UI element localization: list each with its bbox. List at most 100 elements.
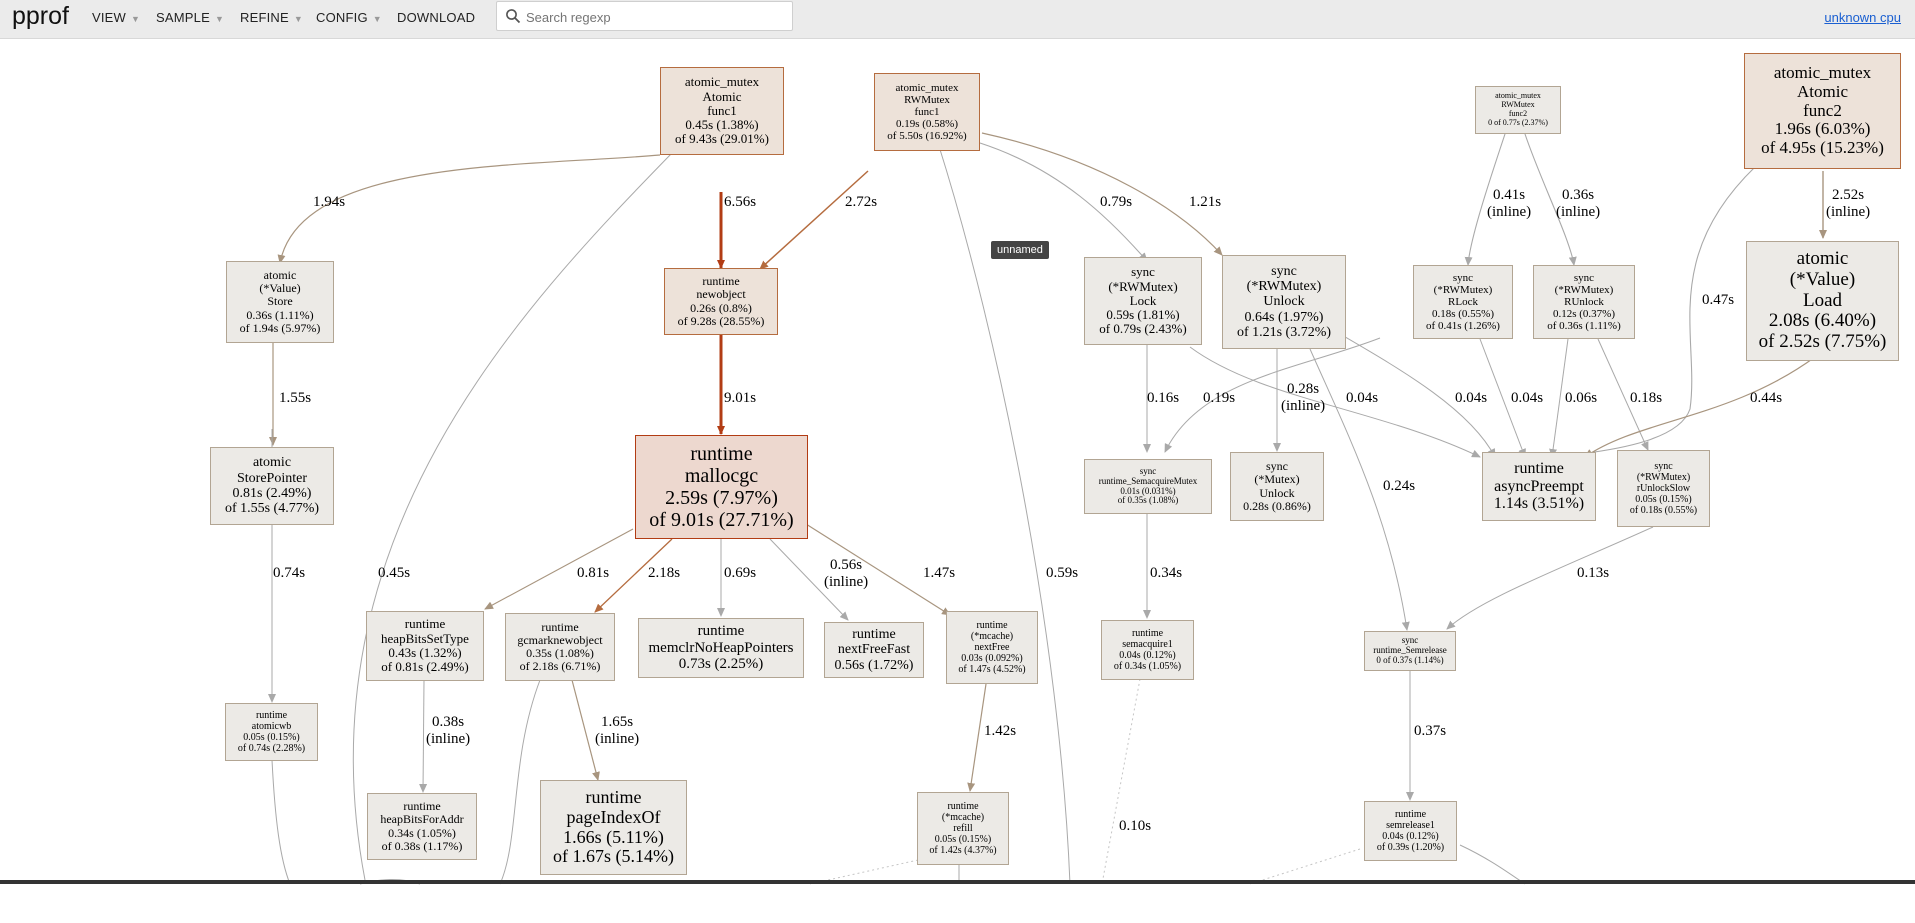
edge-label[interactable]: 1.21s <box>1189 194 1221 211</box>
edge-label[interactable]: 0.45s <box>378 565 410 582</box>
graph-node-atomic-func1[interactable]: atomic_mutex Atomic func1 0.45s (1.38%) … <box>660 67 784 155</box>
edge-label[interactable]: 0.44s <box>1750 390 1782 407</box>
edge-path <box>1549 338 1569 458</box>
edge-label[interactable]: 0.04s <box>1346 390 1378 407</box>
edge-label-text: (inline) <box>1826 203 1871 220</box>
graph-node-mcache-refill[interactable]: runtime (*mcache) refill 0.05s (0.15%) o… <box>917 792 1009 865</box>
node-line: 1.14s (3.51%) <box>1493 495 1585 513</box>
edge-label-text: 0.06s <box>1565 390 1598 406</box>
graph-node-rwmutex-func1[interactable]: atomic_mutex RWMutex func1 0.19s (0.58%)… <box>874 73 980 151</box>
graph-node-rwmutex-lock[interactable]: sync (*RWMutex) Lock 0.59s (1.81%) of 0.… <box>1084 257 1202 345</box>
edge-label[interactable]: 0.56s(inline) <box>824 557 868 590</box>
chevron-down-icon: ▼ <box>372 14 382 24</box>
node-line: runtime <box>697 623 745 640</box>
graph-node-semacquiremutex[interactable]: sync runtime_SemacquireMutex 0.01s (0.03… <box>1084 459 1212 514</box>
node-line: sync <box>1654 461 1673 472</box>
node-line: of 9.01s (27.71%) <box>649 509 794 531</box>
edge-label[interactable]: 0.16s <box>1147 390 1179 407</box>
menu-refine[interactable]: REFINE▼ <box>240 10 303 25</box>
edge-label[interactable]: 1.55s <box>279 390 311 407</box>
node-line: func1 <box>914 105 940 118</box>
graph-node-rwmutex-func2[interactable]: atomic_mutex RWMutex func2 0 of 0.77s (2… <box>1475 86 1561 134</box>
graph-node-pageindexof[interactable]: runtime pageIndexOf 1.66s (5.11%) of 1.6… <box>540 780 687 875</box>
edge-path <box>1164 337 1381 453</box>
edge-label[interactable]: 0.24s <box>1383 478 1415 495</box>
graph-node-atomic-func2[interactable]: atomic_mutex Atomic func2 1.96s (6.03%) … <box>1744 53 1901 169</box>
edge-label-text: 0.24s <box>1383 478 1416 494</box>
menu-download[interactable]: DOWNLOAD <box>397 10 475 25</box>
node-line: newobject <box>696 287 746 302</box>
graph-node-mallocgc[interactable]: runtime mallocgc 2.59s (7.97%) of 9.01s … <box>635 435 808 539</box>
edge-label[interactable]: 0.79s <box>1100 194 1132 211</box>
graph-node-semacquire1[interactable]: runtime semacquire1 0.04s (0.12%) of 0.3… <box>1101 620 1194 680</box>
graph-node-rwmutex-runlock[interactable]: sync (*RWMutex) RUnlock 0.12s (0.37%) of… <box>1533 265 1635 339</box>
edge-label[interactable]: 0.41s(inline) <box>1487 187 1531 220</box>
edge-label[interactable]: 2.18s <box>648 565 680 582</box>
edge-path <box>937 142 1071 885</box>
menu-config[interactable]: CONFIG▼ <box>316 10 382 25</box>
edge-label[interactable]: 0.59s <box>1046 565 1078 582</box>
node-line: Atomic <box>702 88 742 104</box>
graph-node-mcache-nextfree[interactable]: runtime (*mcache) nextFree 0.03s (0.092%… <box>946 611 1038 684</box>
graph-node-semrelease1[interactable]: runtime semrelease1 0.04s (0.12%) of 0.3… <box>1364 801 1457 861</box>
edge-label[interactable]: 6.56s <box>724 194 756 211</box>
graph-node-value-load[interactable]: atomic (*Value) Load 2.08s (6.40%) of 2.… <box>1746 241 1899 361</box>
search-input[interactable] <box>524 6 788 28</box>
graph-node-rwmutex-rlock[interactable]: sync (*RWMutex) RLock 0.18s (0.55%) of 0… <box>1413 265 1513 339</box>
edge-label[interactable]: 0.13s <box>1577 565 1609 582</box>
edge-label[interactable]: 0.74s <box>273 565 305 582</box>
edge-label[interactable]: 0.04s <box>1455 390 1487 407</box>
node-line: (*RWMutex) <box>1554 283 1614 296</box>
edge-label[interactable]: 0.36s(inline) <box>1556 187 1600 220</box>
edge-label[interactable]: 0.28s(inline) <box>1281 381 1325 414</box>
edge-label[interactable]: 0.10s <box>1119 818 1151 835</box>
edge-label[interactable]: 0.47s <box>1702 292 1734 309</box>
edge-label[interactable]: 0.81s <box>577 565 609 582</box>
graph-node-rwmutex-unlock[interactable]: sync (*RWMutex) Unlock 0.64s (1.97%) of … <box>1222 255 1346 349</box>
edge-label[interactable]: 0.18s <box>1630 390 1662 407</box>
graph-node-storepointer[interactable]: atomic StorePointer 0.81s (2.49%) of 1.5… <box>210 447 334 525</box>
edge-path <box>979 142 1148 262</box>
graph-node-semrelease[interactable]: sync runtime_Semrelease 0 of 0.37s (1.14… <box>1364 631 1456 671</box>
node-line: nextFree <box>974 642 1010 653</box>
graph-node-asyncpreempt[interactable]: runtime asyncPreempt 1.14s (3.51%) <box>1482 452 1596 521</box>
graph-node-heapbitsforaddr[interactable]: runtime heapBitsForAddr 0.34s (1.05%) of… <box>367 793 477 860</box>
edge-label-text: 2.72s <box>845 194 878 210</box>
edge-label[interactable]: 0.69s <box>724 565 756 582</box>
graph-node-gcmarknewobject[interactable]: runtime gcmarknewobject 0.35s (1.08%) of… <box>505 613 615 681</box>
search-box[interactable] <box>496 1 793 31</box>
menu-view[interactable]: VIEW▼ <box>92 10 140 25</box>
graph-node-value-store[interactable]: atomic (*Value) Store 0.36s (1.11%) of 1… <box>226 261 334 343</box>
edge-label-text: (inline) <box>824 573 869 590</box>
edge-label[interactable]: 2.72s <box>845 194 877 211</box>
node-line: 0.73s (2.25%) <box>678 656 764 673</box>
edge-label[interactable]: 1.47s <box>923 565 955 582</box>
graph-node-nextfreefast[interactable]: runtime nextFreeFast 0.56s (1.72%) <box>824 622 924 678</box>
graph-node-memclrnoheappointers[interactable]: runtime memclrNoHeapPointers 0.73s (2.25… <box>638 618 804 678</box>
edge-label[interactable]: 0.04s <box>1511 390 1543 407</box>
edge-label[interactable]: 0.37s <box>1414 723 1446 740</box>
edge-label[interactable]: 2.52s(inline) <box>1826 187 1870 220</box>
edge-label-text: (inline) <box>426 730 471 747</box>
edge-label[interactable]: 1.65s(inline) <box>595 714 639 747</box>
graph-node-mutex-unlock[interactable]: sync (*Mutex) Unlock 0.28s (0.86%) <box>1230 452 1324 521</box>
node-line: heapBitsForAddr <box>380 812 464 827</box>
menu-sample[interactable]: SAMPLE▼ <box>156 10 224 25</box>
edge-label[interactable]: 0.06s <box>1565 390 1597 407</box>
node-line: 0.45s (1.38%) <box>685 117 759 133</box>
edge-label-text: 0.34s <box>1150 565 1183 581</box>
edge-label[interactable]: 0.34s <box>1150 565 1182 582</box>
graph-node-newobject[interactable]: runtime newobject 0.26s (0.8%) of 9.28s … <box>664 268 778 335</box>
edge-label[interactable]: 1.42s <box>984 723 1016 740</box>
node-line: (*RWMutex) <box>1246 278 1322 294</box>
graph-node-runlockslow[interactable]: sync (*RWMutex) rUnlockSlow 0.05s (0.15%… <box>1617 450 1710 527</box>
graph-node-atomicwb[interactable]: runtime atomicwb 0.05s (0.15%) of 0.74s … <box>225 703 318 761</box>
edge-label[interactable]: 1.94s <box>313 194 345 211</box>
edge-label-text: 0.74s <box>273 565 306 581</box>
edge-label[interactable]: 9.01s <box>724 390 756 407</box>
edge-label[interactable]: 0.38s(inline) <box>426 714 470 747</box>
graph-node-heapbitssettype[interactable]: runtime heapBitsSetType 0.43s (1.32%) of… <box>366 611 484 681</box>
edge-label[interactable]: 0.19s <box>1203 390 1235 407</box>
profile-type-link[interactable]: unknown cpu <box>1824 10 1901 25</box>
node-line: 0.26s (0.8%) <box>690 300 752 315</box>
